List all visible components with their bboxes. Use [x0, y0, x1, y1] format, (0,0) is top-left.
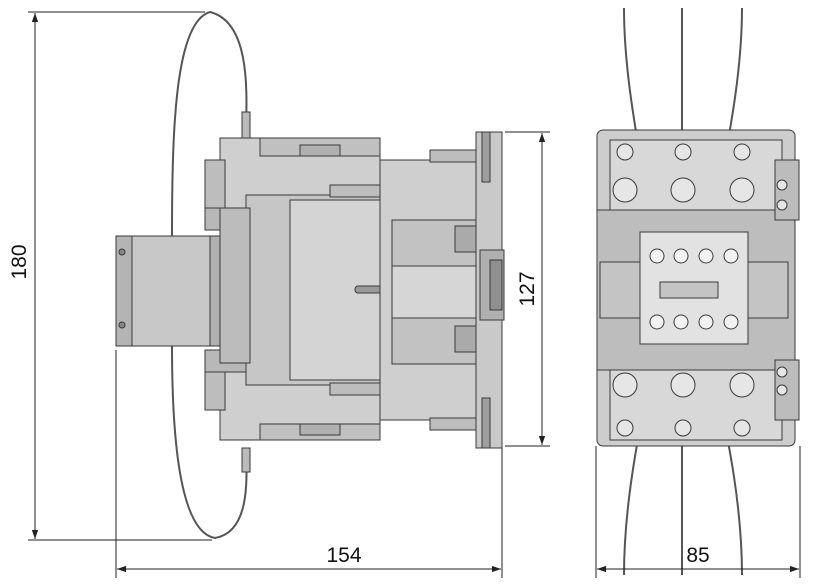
wire-top: [171, 10, 248, 237]
dim-label-127: 127: [516, 271, 539, 306]
dimension-lines: [28, 11, 801, 578]
capacitor-module: [115, 235, 217, 347]
wire-bottom: [171, 345, 248, 540]
dim-label-85: 85: [686, 544, 709, 567]
side-view: [115, 10, 505, 540]
front-view: [596, 7, 800, 576]
dim-label-180: 180: [8, 244, 31, 279]
dim-label-154: 154: [326, 544, 361, 567]
